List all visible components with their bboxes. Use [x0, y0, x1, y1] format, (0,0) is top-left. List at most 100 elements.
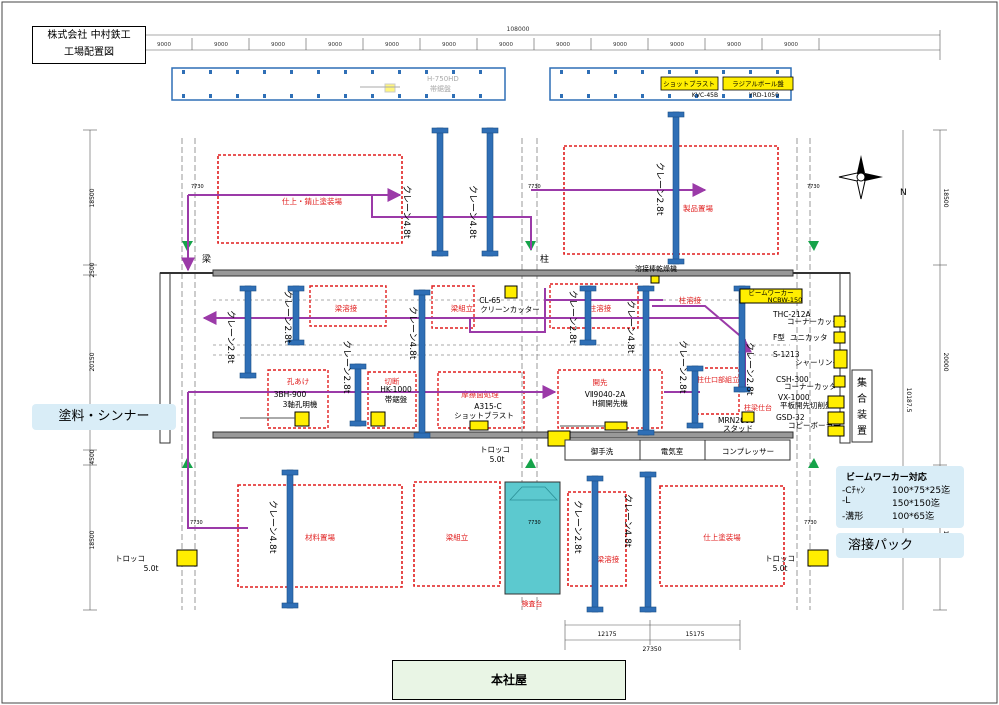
span-label: 9000 — [385, 42, 399, 48]
spec-key: -溝形 — [842, 512, 864, 522]
spec-key: -Cﾁｬﾝ — [842, 486, 866, 496]
span-label: 9000 — [670, 42, 684, 48]
saw-name: 帯鋸盤 — [385, 394, 408, 404]
company-name: 株式会社 中村鉄工 — [47, 30, 131, 41]
crane-end-cap — [586, 475, 604, 482]
crane-rail-north — [212, 269, 794, 277]
bottom-dimension — [564, 620, 741, 650]
band-stud — [182, 70, 185, 74]
trolley-left-cap: 5.0t — [144, 564, 159, 573]
crane-beam — [286, 469, 294, 609]
band-stud — [722, 70, 725, 74]
band-stud — [371, 94, 374, 98]
band-stud — [776, 94, 779, 98]
band-stud — [209, 94, 212, 98]
trolley-right-box — [807, 549, 829, 567]
room-electric: 電気室 — [661, 446, 684, 456]
crane-beam — [436, 127, 444, 257]
zone-finish-paint — [217, 154, 403, 244]
overall-width-label: 108000 — [507, 26, 530, 33]
band-stud — [695, 94, 698, 98]
crane-beam — [642, 285, 650, 436]
zone-finish-paint2 — [659, 485, 785, 587]
band-stud — [668, 70, 671, 74]
crane-end-cap — [481, 250, 499, 257]
inspection-label: 検査台 — [522, 599, 543, 608]
axis-beam-label: 梁 — [202, 253, 211, 265]
crane-label-b3: クレーン4.8t — [622, 494, 633, 548]
zone-cutting-label: 切断 — [385, 376, 400, 386]
shot-blast-box — [660, 76, 719, 91]
left-small-1: 2500 — [89, 262, 96, 277]
crane-label-top1: クレーン4.8t — [401, 185, 412, 239]
crane-label-m3: クレーン4.8t — [407, 306, 418, 360]
beam-worker-label: ビームワーカー — [748, 288, 793, 297]
crane-label-m5: クレーン2.8t — [567, 290, 578, 344]
zone-finish-paint-label: 仕上・錆止塗装場 — [282, 196, 342, 206]
span-label: 9000 — [556, 42, 570, 48]
crane-end-cap — [287, 285, 305, 292]
band-stud — [614, 70, 617, 74]
crane-end-cap — [579, 285, 597, 292]
right-machine-boxes — [741, 315, 848, 437]
axis-column-label: 柱 — [540, 253, 549, 265]
crane-label-b1: クレーン4.8t — [267, 500, 278, 554]
cleaner-box — [504, 285, 518, 299]
spec-value: 100*75*25迄 — [892, 486, 951, 496]
gsd-name: コピーボーラー — [788, 421, 841, 430]
spec-value: 100*65迄 — [892, 512, 935, 522]
drawing-title: 工場配置図 — [64, 47, 114, 58]
rooms-row — [564, 439, 791, 461]
span-label: 9000 — [442, 42, 456, 48]
span-label: 9000 — [613, 42, 627, 48]
right-depth-mid: 20000 — [942, 352, 949, 371]
drill-machine-box — [294, 411, 310, 427]
bevel-model: VⅡ9040-2A — [585, 390, 626, 399]
band-stud — [695, 70, 698, 74]
side-dimensions — [83, 129, 947, 611]
thc-model: THC-212A — [772, 310, 811, 319]
inspection-outline — [509, 486, 558, 501]
band-studs — [182, 70, 779, 98]
shot-name: ショットブラスト — [454, 410, 514, 420]
band-stud — [236, 70, 239, 74]
band-stud — [425, 70, 428, 74]
zone-column-weld-label: 柱溶接 — [589, 303, 612, 313]
band-stud — [371, 70, 374, 74]
north-arrow-icon — [838, 155, 883, 200]
crane-end-cap — [413, 289, 431, 296]
span-label: 9000 — [157, 42, 171, 48]
crane-rail-south — [212, 431, 794, 439]
zone-material-yard-label: 材料置場 — [305, 532, 335, 542]
zone-column-weld — [549, 283, 639, 329]
band-stud — [317, 94, 320, 98]
trolley-left-box — [176, 549, 198, 567]
cleaner-model: CL-65 — [479, 296, 501, 305]
band-stud — [290, 94, 293, 98]
crane-end-cap — [431, 127, 449, 134]
band-stud — [209, 70, 212, 74]
band-stud — [641, 94, 644, 98]
crane-end-cap — [637, 285, 655, 292]
crane-end-cap — [686, 422, 704, 429]
headquarters-label: 本社屋 — [490, 673, 527, 687]
zone-beam-assembly-label: 梁組立 — [451, 303, 474, 313]
bottom-dim-a: 12175 — [597, 631, 616, 638]
top-saw-model: H-750HD — [427, 75, 459, 83]
crane-beam — [244, 285, 252, 379]
trolley-right-label: トロッコ — [765, 554, 795, 563]
crane-beam — [292, 285, 300, 346]
spec-row: -溝形 100*65迄 — [842, 509, 964, 522]
band-stud — [776, 70, 779, 74]
crane-end-cap — [667, 258, 685, 265]
zone-cutting — [367, 371, 417, 429]
crane-end-cap — [413, 432, 431, 439]
csh-name: コーナーカッター — [784, 382, 844, 391]
mrn-model: MRN2000 — [718, 416, 755, 425]
zone-column-base-label: 柱梁仕台 — [744, 403, 772, 412]
zone-drilling-label: 孔あけ — [287, 377, 310, 386]
shuugou-char: 置 — [857, 425, 867, 437]
zone-beam-weld — [309, 285, 387, 327]
